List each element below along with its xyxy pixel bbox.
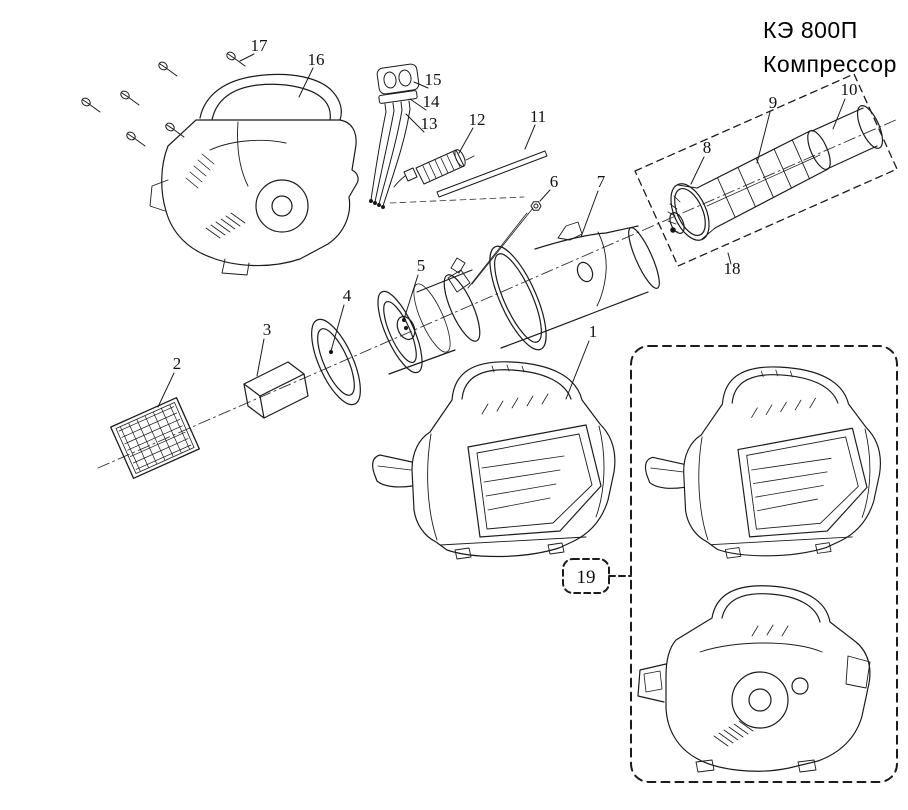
variant-front-view bbox=[644, 366, 881, 559]
part-label-11: 11 bbox=[530, 107, 546, 126]
rod-11 bbox=[436, 150, 548, 198]
title-model: КЭ 800П bbox=[763, 17, 858, 43]
part-label-4: 4 bbox=[343, 286, 352, 305]
part-label-5: 5 bbox=[417, 256, 426, 275]
device-body-1 bbox=[372, 361, 616, 560]
part-label-1: 1 bbox=[589, 322, 598, 341]
part-label-19: 19 bbox=[577, 567, 596, 588]
nut-6 bbox=[467, 201, 542, 289]
part-label-17: 17 bbox=[251, 36, 269, 55]
part-label-12: 12 bbox=[469, 110, 486, 129]
center-axis-line bbox=[97, 118, 899, 469]
filter-block-3 bbox=[243, 361, 309, 419]
screws-17 bbox=[81, 51, 246, 147]
part-label-8: 8 bbox=[703, 138, 712, 157]
part-label-15: 15 bbox=[425, 70, 442, 89]
variant-rear-view bbox=[637, 585, 871, 773]
part-label-6: 6 bbox=[550, 172, 559, 191]
compressor-dashed-box bbox=[634, 73, 898, 267]
element-12 bbox=[393, 149, 475, 188]
part-label-18: 18 bbox=[724, 259, 741, 278]
bell-housing-7 bbox=[489, 221, 660, 351]
part-label-3: 3 bbox=[263, 320, 272, 339]
compressor-assembly bbox=[634, 73, 898, 267]
part-label-13: 13 bbox=[421, 114, 438, 133]
variant-box-19 bbox=[562, 345, 898, 783]
part-label-9: 9 bbox=[769, 93, 778, 112]
switch-15 bbox=[369, 63, 420, 209]
mesh-plate-2 bbox=[110, 397, 200, 479]
leader-lines bbox=[157, 53, 846, 408]
diagram-title: КЭ 800П Компрессор bbox=[763, 17, 897, 77]
title-product: Компрессор bbox=[763, 51, 897, 77]
part-label-2: 2 bbox=[173, 354, 182, 373]
motor-housing-16 bbox=[149, 73, 359, 276]
part-label-16: 16 bbox=[308, 50, 325, 69]
part-labels: 1 2 3 4 5 6 7 8 9 10 11 12 13 14 15 16 1… bbox=[173, 36, 858, 588]
label-19-box bbox=[562, 558, 610, 594]
part-label-7: 7 bbox=[597, 172, 606, 191]
part-label-14: 14 bbox=[423, 92, 441, 111]
pump-5 bbox=[377, 257, 481, 375]
ring-4 bbox=[311, 318, 361, 406]
part-label-10: 10 bbox=[841, 80, 858, 99]
variant-dashed-box bbox=[630, 345, 898, 783]
